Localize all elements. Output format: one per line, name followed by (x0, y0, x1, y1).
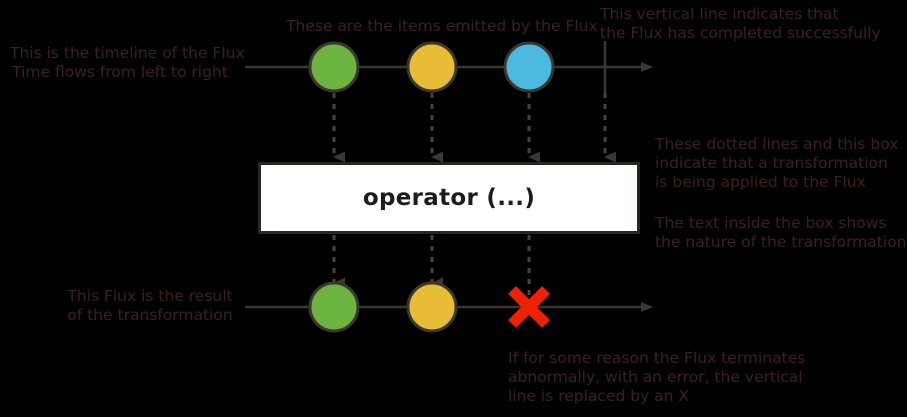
source-timeline (245, 41, 653, 93)
dotted-arrows-into-operator (332, 93, 616, 163)
annotation-transformation: These dotted lines and this box indicate… (655, 135, 899, 191)
source-marble-yellow (406, 41, 458, 93)
error-x-icon (508, 286, 550, 328)
result-marble-yellow (406, 281, 458, 333)
source-marble-green (308, 41, 360, 93)
annotation-timeline-left: This is the timeline of the Flux Time fl… (10, 44, 245, 81)
operator-box[interactable]: operator (...) (258, 162, 640, 234)
annotation-error-x: If for some reason the Flux terminates a… (508, 349, 806, 405)
operator-box-label: operator (...) (362, 185, 536, 211)
annotation-result-flux: This Flux is the result of the transform… (67, 287, 233, 324)
result-marble-green (308, 281, 360, 333)
source-marble-blue (503, 41, 555, 93)
annotation-box-text-meaning: The text inside the box shows the nature… (655, 214, 907, 251)
annotation-completion-line: This vertical line indicates that the Fl… (600, 5, 881, 42)
dotted-arrows-out-of-operator (332, 235, 540, 306)
annotation-items-emitted: These are the items emitted by the Flux (286, 17, 598, 35)
result-timeline (245, 281, 653, 333)
